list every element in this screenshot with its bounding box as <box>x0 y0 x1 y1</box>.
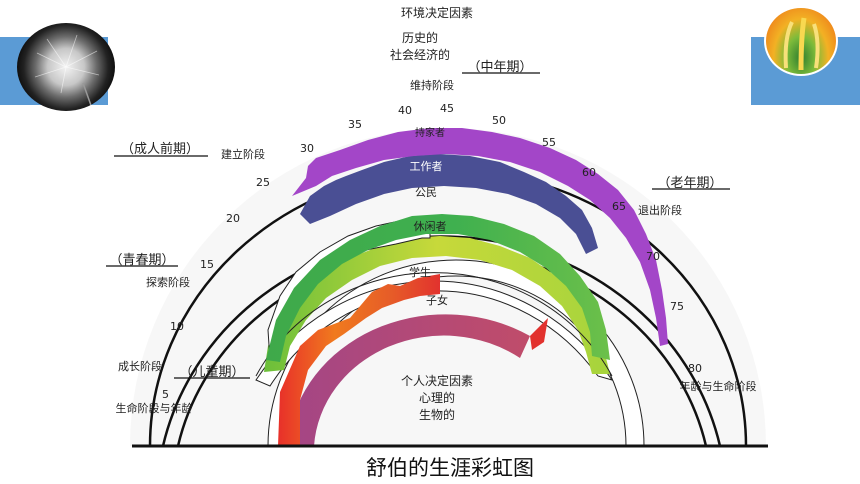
age-tick: 20 <box>226 212 240 225</box>
old-age-label: （老年期） <box>657 176 722 191</box>
leisurite-label: 休闲者 <box>414 219 447 233</box>
psychological-label: 心理的 <box>419 390 455 405</box>
age-tick: 15 <box>200 258 214 271</box>
childhood-label: （儿童期） <box>179 364 244 380</box>
age-and-life-stages-label: 年龄与生命阶段 <box>680 379 757 393</box>
age-tick: 45 <box>440 102 454 115</box>
decline-stage-label: 退出阶段 <box>638 203 682 217</box>
age-tick: 10 <box>170 320 184 333</box>
age-tick: 25 <box>256 176 270 189</box>
dandelion-photo <box>17 23 115 111</box>
establishment-stage-label: 建立阶段 <box>221 147 265 161</box>
child-label: 子女 <box>426 293 448 307</box>
age-tick: 75 <box>670 300 684 313</box>
citizen-label: 公民 <box>415 186 437 199</box>
age-tick: 5 <box>162 388 169 401</box>
age-tick: 35 <box>348 118 362 131</box>
age-tick: 50 <box>492 114 506 127</box>
biological-label: 生物的 <box>419 407 455 422</box>
student-label: 学生 <box>409 265 431 279</box>
env-factors-label: 环境决定因素 <box>401 5 473 20</box>
age-tick: 65 <box>612 200 626 213</box>
middle-age-label: （中年期） <box>467 60 532 75</box>
child-band <box>290 314 530 446</box>
student-band <box>278 274 440 446</box>
age-tick: 30 <box>300 142 314 155</box>
age-tick: 40 <box>398 104 412 117</box>
age-tick: 70 <box>646 250 660 263</box>
socioeconomic-label: 社会经济的 <box>390 47 450 62</box>
dandelion-icon <box>34 34 100 111</box>
historical-label: 历史的 <box>402 30 438 45</box>
citizen-band <box>266 214 610 362</box>
age-tick: 60 <box>582 166 596 179</box>
early-adult-label: （成人前期） <box>121 141 199 157</box>
life-stages-and-age-label: 生命阶段与年龄 <box>116 401 193 415</box>
leisurite-band <box>264 236 610 374</box>
youth-label: （青春期） <box>109 253 174 268</box>
flower-icon <box>783 17 820 71</box>
worker-label: 工作者 <box>410 160 443 173</box>
age-tick: 80 <box>688 362 702 375</box>
diagram-caption: 舒伯的生涯彩虹图 <box>366 456 534 480</box>
age-tick: 55 <box>542 136 556 149</box>
growth-stage-label: 成长阶段 <box>118 359 162 373</box>
student-band-late <box>530 318 548 350</box>
citizen-band-outline <box>255 272 613 377</box>
homemaker-band <box>292 128 668 346</box>
exploration-stage-label: 探索阶段 <box>146 275 190 289</box>
maintenance-stage-label: 维持阶段 <box>410 78 454 92</box>
personal-factors-label: 个人决定因素 <box>401 373 473 388</box>
homemaker-label: 持家者 <box>415 126 445 139</box>
worker-band <box>300 154 598 254</box>
flower-photo <box>764 6 838 76</box>
